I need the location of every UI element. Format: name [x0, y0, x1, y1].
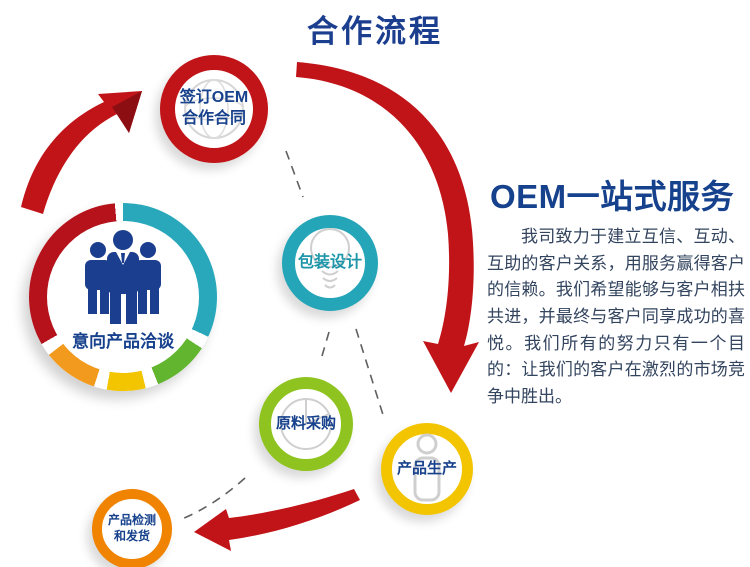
service-description: 我司致力于建立互信、互动、互助的客户关系，用服务赢得客户的信赖。我们希望能够与客…	[487, 227, 745, 407]
service-heading: OEM一站式服务	[490, 178, 735, 215]
node-label: 签订OEM 合作合同	[179, 89, 249, 127]
person-icon	[392, 433, 462, 504]
dashed-connector-packaging-materials	[321, 331, 330, 357]
node-inspection: 产品检测 和发货	[92, 489, 172, 567]
node-sign-contract: 签订OEM 合作合同	[160, 55, 268, 163]
curved-arrow-left-icon	[194, 489, 360, 551]
node-materials: 原料采购	[259, 377, 353, 471]
dashed-connector-packaging-production	[355, 328, 385, 419]
node-negotiation: 意向产品洽谈	[29, 203, 217, 391]
people-icon	[63, 229, 183, 334]
lightbulb-icon	[295, 228, 365, 298]
globe-icon	[175, 70, 253, 148]
node-label: 产品生产	[396, 460, 457, 478]
pie-chart-icon	[271, 389, 341, 459]
page-title: 合作流程	[307, 14, 443, 49]
node-label: 意向产品洽谈	[72, 332, 174, 351]
node-production: 产品生产	[381, 423, 473, 515]
dashed-connector-materials-inspection	[181, 477, 246, 520]
node-packaging: 包装设计	[282, 215, 378, 311]
dashed-connector-contract-packaging	[285, 150, 304, 198]
curved-arrow-up-shading	[112, 91, 142, 133]
node-label: 产品检测 和发货	[107, 513, 156, 543]
node-label: 原料采购	[275, 415, 336, 433]
curved-arrow-down-icon	[296, 62, 479, 393]
node-label: 包装设计	[297, 253, 362, 271]
curved-arrow-up-icon	[21, 91, 142, 214]
